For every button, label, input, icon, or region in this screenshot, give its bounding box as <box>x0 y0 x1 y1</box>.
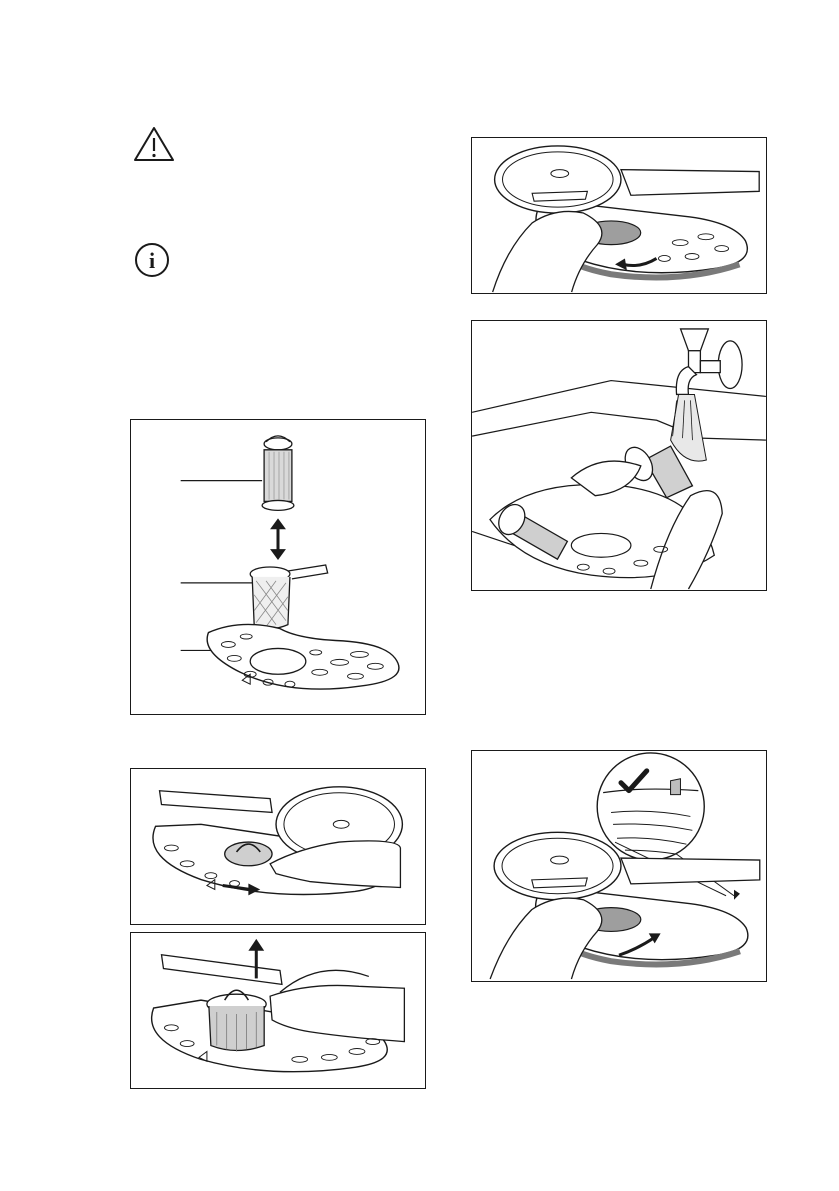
info-glyph: i <box>149 248 155 273</box>
figure-rinse-filters <box>471 320 767 591</box>
info-circle-icon: i <box>134 242 170 278</box>
figure-remove-flat-filter <box>471 137 767 294</box>
figure-install-flat-filter <box>471 750 767 982</box>
warning-triangle-icon <box>133 126 175 162</box>
filter-exploded-view <box>131 420 425 714</box>
figure-lift-filter <box>130 932 426 1089</box>
water-tap-icon <box>676 329 742 395</box>
figure-rotate-filter <box>130 768 426 925</box>
figure-filter-assembly <box>130 419 426 715</box>
